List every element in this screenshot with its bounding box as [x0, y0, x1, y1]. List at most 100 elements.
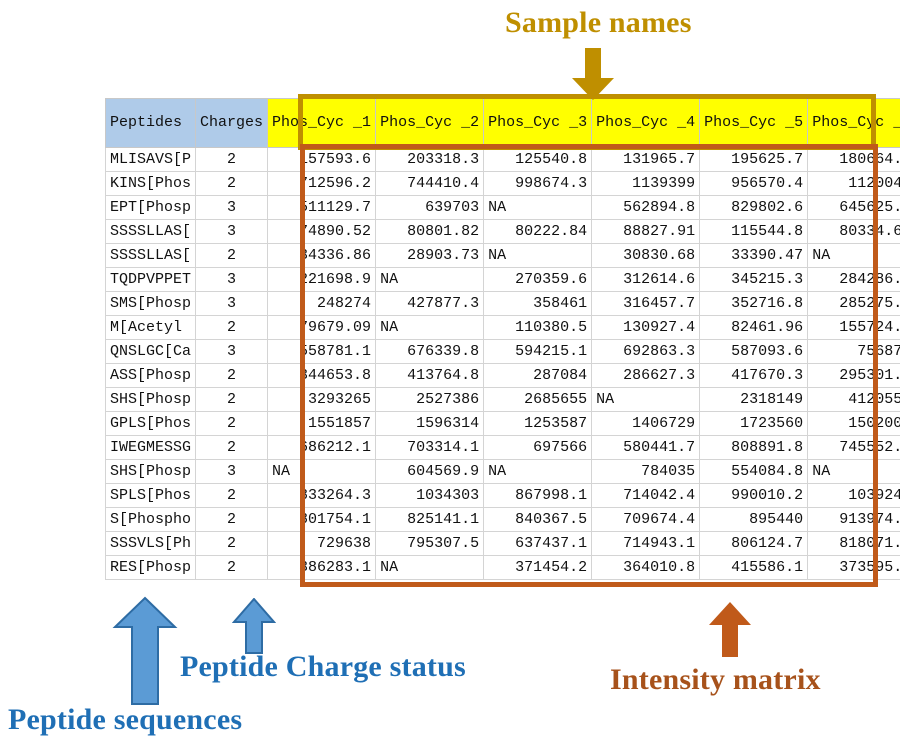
cell-peptide[interactable]: TQDPVPPET	[104, 267, 197, 292]
cell-intensity[interactable]: 712596.2	[267, 171, 377, 196]
cell-peptide[interactable]: GPLS[Phos	[104, 411, 197, 436]
cell-charge[interactable]: 3	[195, 219, 269, 244]
cell-charge[interactable]: 3	[195, 339, 269, 364]
cell-intensity[interactable]: 130927.4	[591, 315, 701, 340]
cell-intensity[interactable]: 248274	[267, 291, 377, 316]
column-header-charges[interactable]: Charges	[195, 98, 269, 148]
cell-intensity[interactable]: 80334.69	[807, 219, 900, 244]
cell-intensity[interactable]: 3293265	[267, 387, 377, 412]
cell-intensity[interactable]: 33390.47	[699, 243, 809, 268]
cell-intensity[interactable]: 639703	[375, 195, 485, 220]
cell-charge[interactable]: 2	[195, 363, 269, 388]
cell-intensity[interactable]: 511129.7	[267, 195, 377, 220]
cell-intensity[interactable]: 417670.3	[699, 363, 809, 388]
cell-intensity[interactable]: 745552.6	[807, 435, 900, 460]
cell-peptide[interactable]: S[Phospho	[104, 507, 197, 532]
cell-intensity[interactable]: 562894.8	[591, 195, 701, 220]
cell-intensity[interactable]: 1253587	[483, 411, 593, 436]
cell-peptide[interactable]: SSSSLLAS[	[104, 219, 197, 244]
cell-intensity[interactable]: 1034303	[375, 483, 485, 508]
cell-intensity[interactable]: NA	[483, 459, 593, 484]
cell-intensity[interactable]: 1502006	[807, 411, 900, 436]
cell-charge[interactable]: 2	[195, 243, 269, 268]
cell-intensity[interactable]: 373595.6	[807, 555, 900, 580]
cell-intensity[interactable]: NA	[483, 195, 593, 220]
cell-peptide[interactable]: IWEGMESSG	[104, 435, 197, 460]
cell-intensity[interactable]: 1596314	[375, 411, 485, 436]
cell-peptide[interactable]: M[Acetyl	[104, 315, 197, 340]
cell-intensity[interactable]: NA	[375, 267, 485, 292]
cell-intensity[interactable]: 386283.1	[267, 555, 377, 580]
cell-intensity[interactable]: 756873	[807, 339, 900, 364]
cell-intensity[interactable]: 554084.8	[699, 459, 809, 484]
cell-charge[interactable]: 2	[195, 507, 269, 532]
cell-intensity[interactable]: 371454.2	[483, 555, 593, 580]
cell-intensity[interactable]: 284286.5	[807, 267, 900, 292]
cell-intensity[interactable]: 28903.73	[375, 243, 485, 268]
cell-intensity[interactable]: 125540.8	[483, 147, 593, 172]
cell-intensity[interactable]: 692863.3	[591, 339, 701, 364]
cell-intensity[interactable]: 1139399	[591, 171, 701, 196]
cell-intensity[interactable]: NA	[483, 243, 593, 268]
cell-peptide[interactable]: QNSLGC[Ca	[104, 339, 197, 364]
cell-peptide[interactable]: SSSVLS[Ph	[104, 531, 197, 556]
cell-intensity[interactable]: 580441.7	[591, 435, 701, 460]
cell-intensity[interactable]: 312614.6	[591, 267, 701, 292]
cell-charge[interactable]: 2	[195, 483, 269, 508]
cell-intensity[interactable]: 825141.1	[375, 507, 485, 532]
cell-intensity[interactable]: 316457.7	[591, 291, 701, 316]
cell-intensity[interactable]: 2527386	[375, 387, 485, 412]
cell-charge[interactable]: 2	[195, 555, 269, 580]
cell-intensity[interactable]: 806124.7	[699, 531, 809, 556]
cell-intensity[interactable]: 990010.2	[699, 483, 809, 508]
cell-intensity[interactable]: NA	[267, 459, 377, 484]
column-header-sample-5[interactable]: Phos_Cyc _5	[699, 98, 809, 148]
cell-peptide[interactable]: SMS[Phosp	[104, 291, 197, 316]
cell-intensity[interactable]: 286627.3	[591, 363, 701, 388]
column-header-sample-4[interactable]: Phos_Cyc _4	[591, 98, 701, 148]
cell-intensity[interactable]: 840367.5	[483, 507, 593, 532]
cell-charge[interactable]: 2	[195, 315, 269, 340]
cell-intensity[interactable]: 364010.8	[591, 555, 701, 580]
cell-intensity[interactable]: 80222.84	[483, 219, 593, 244]
cell-charge[interactable]: 2	[195, 171, 269, 196]
cell-intensity[interactable]: NA	[591, 387, 701, 412]
cell-intensity[interactable]: 795307.5	[375, 531, 485, 556]
cell-intensity[interactable]: 1406729	[591, 411, 701, 436]
cell-charge[interactable]: 2	[195, 435, 269, 460]
cell-intensity[interactable]: 110380.5	[483, 315, 593, 340]
cell-intensity[interactable]: 82461.96	[699, 315, 809, 340]
column-header-peptides[interactable]: Peptides	[104, 98, 197, 148]
cell-intensity[interactable]: 729638	[267, 531, 377, 556]
cell-intensity[interactable]: 998674.3	[483, 171, 593, 196]
cell-charge[interactable]: 2	[195, 387, 269, 412]
cell-intensity[interactable]: 697566	[483, 435, 593, 460]
cell-intensity[interactable]: 79679.09	[267, 315, 377, 340]
cell-intensity[interactable]: NA	[375, 555, 485, 580]
cell-intensity[interactable]: 895440	[699, 507, 809, 532]
cell-intensity[interactable]: NA	[375, 315, 485, 340]
cell-intensity[interactable]: 913974.4	[807, 507, 900, 532]
cell-intensity[interactable]: NA	[807, 459, 900, 484]
cell-charge[interactable]: 3	[195, 267, 269, 292]
cell-intensity[interactable]: 195625.7	[699, 147, 809, 172]
cell-intensity[interactable]: 784035	[591, 459, 701, 484]
cell-intensity[interactable]: 637437.1	[483, 531, 593, 556]
cell-intensity[interactable]: 714042.4	[591, 483, 701, 508]
cell-intensity[interactable]: 285275.5	[807, 291, 900, 316]
peptide-intensity-table[interactable]: Peptides Charges Phos_Cyc _1 Phos_Cyc _2…	[104, 98, 900, 580]
